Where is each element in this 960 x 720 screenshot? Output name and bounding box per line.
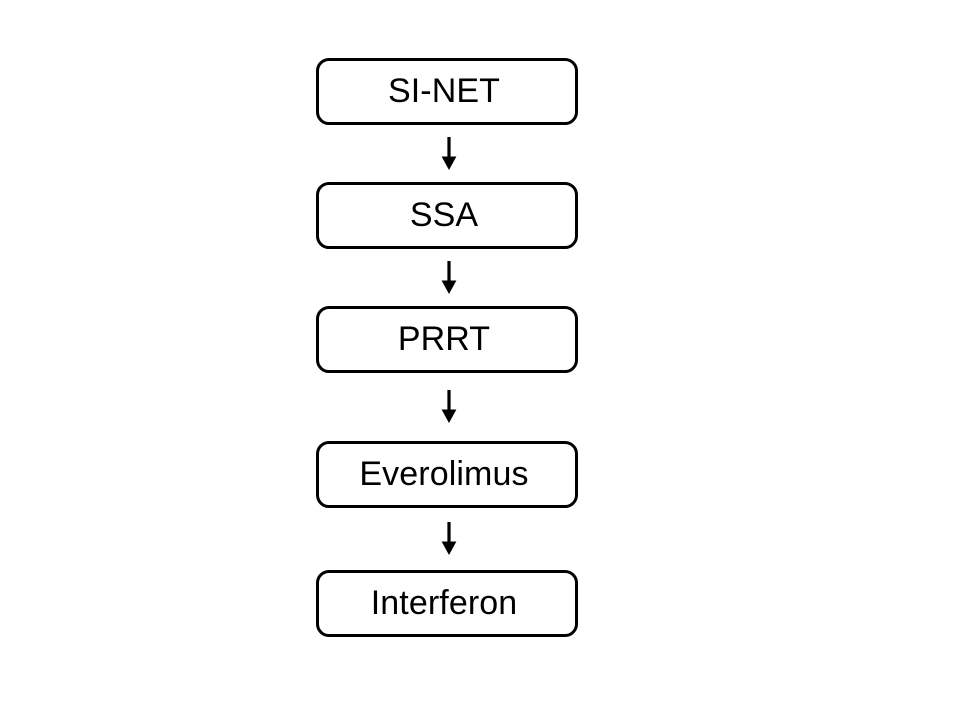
flow-arrow-ssa-to-prrt <box>316 249 578 306</box>
flow-arrow-si-net-to-ssa <box>316 125 578 182</box>
arrow-down-icon <box>441 136 457 170</box>
flow-node-everolimus[interactable]: Everolimus <box>316 441 578 508</box>
arrow-down-icon <box>441 260 457 294</box>
flow-node-label: SI-NET <box>387 71 501 110</box>
flow-node-label: Everolimus <box>359 454 529 493</box>
flow-node-prrt[interactable]: PRRT <box>316 306 578 373</box>
flow-node-ssa[interactable]: SSA <box>316 182 578 249</box>
flow-arrow-everolimus-to-interferon <box>316 508 578 570</box>
flowchart-container: SI-NET SSA PRRT Ever <box>316 58 578 637</box>
arrow-down-icon <box>441 390 457 423</box>
arrow-down-icon <box>441 522 457 555</box>
flow-node-label: PRRT <box>397 319 491 358</box>
flow-node-interferon[interactable]: Interferon <box>316 570 578 637</box>
flow-node-label: Interferon <box>370 583 518 622</box>
flow-node-label: SSA <box>409 195 479 234</box>
flow-node-si-net[interactable]: SI-NET <box>316 58 578 125</box>
flow-arrow-prrt-to-everolimus <box>316 373 578 441</box>
